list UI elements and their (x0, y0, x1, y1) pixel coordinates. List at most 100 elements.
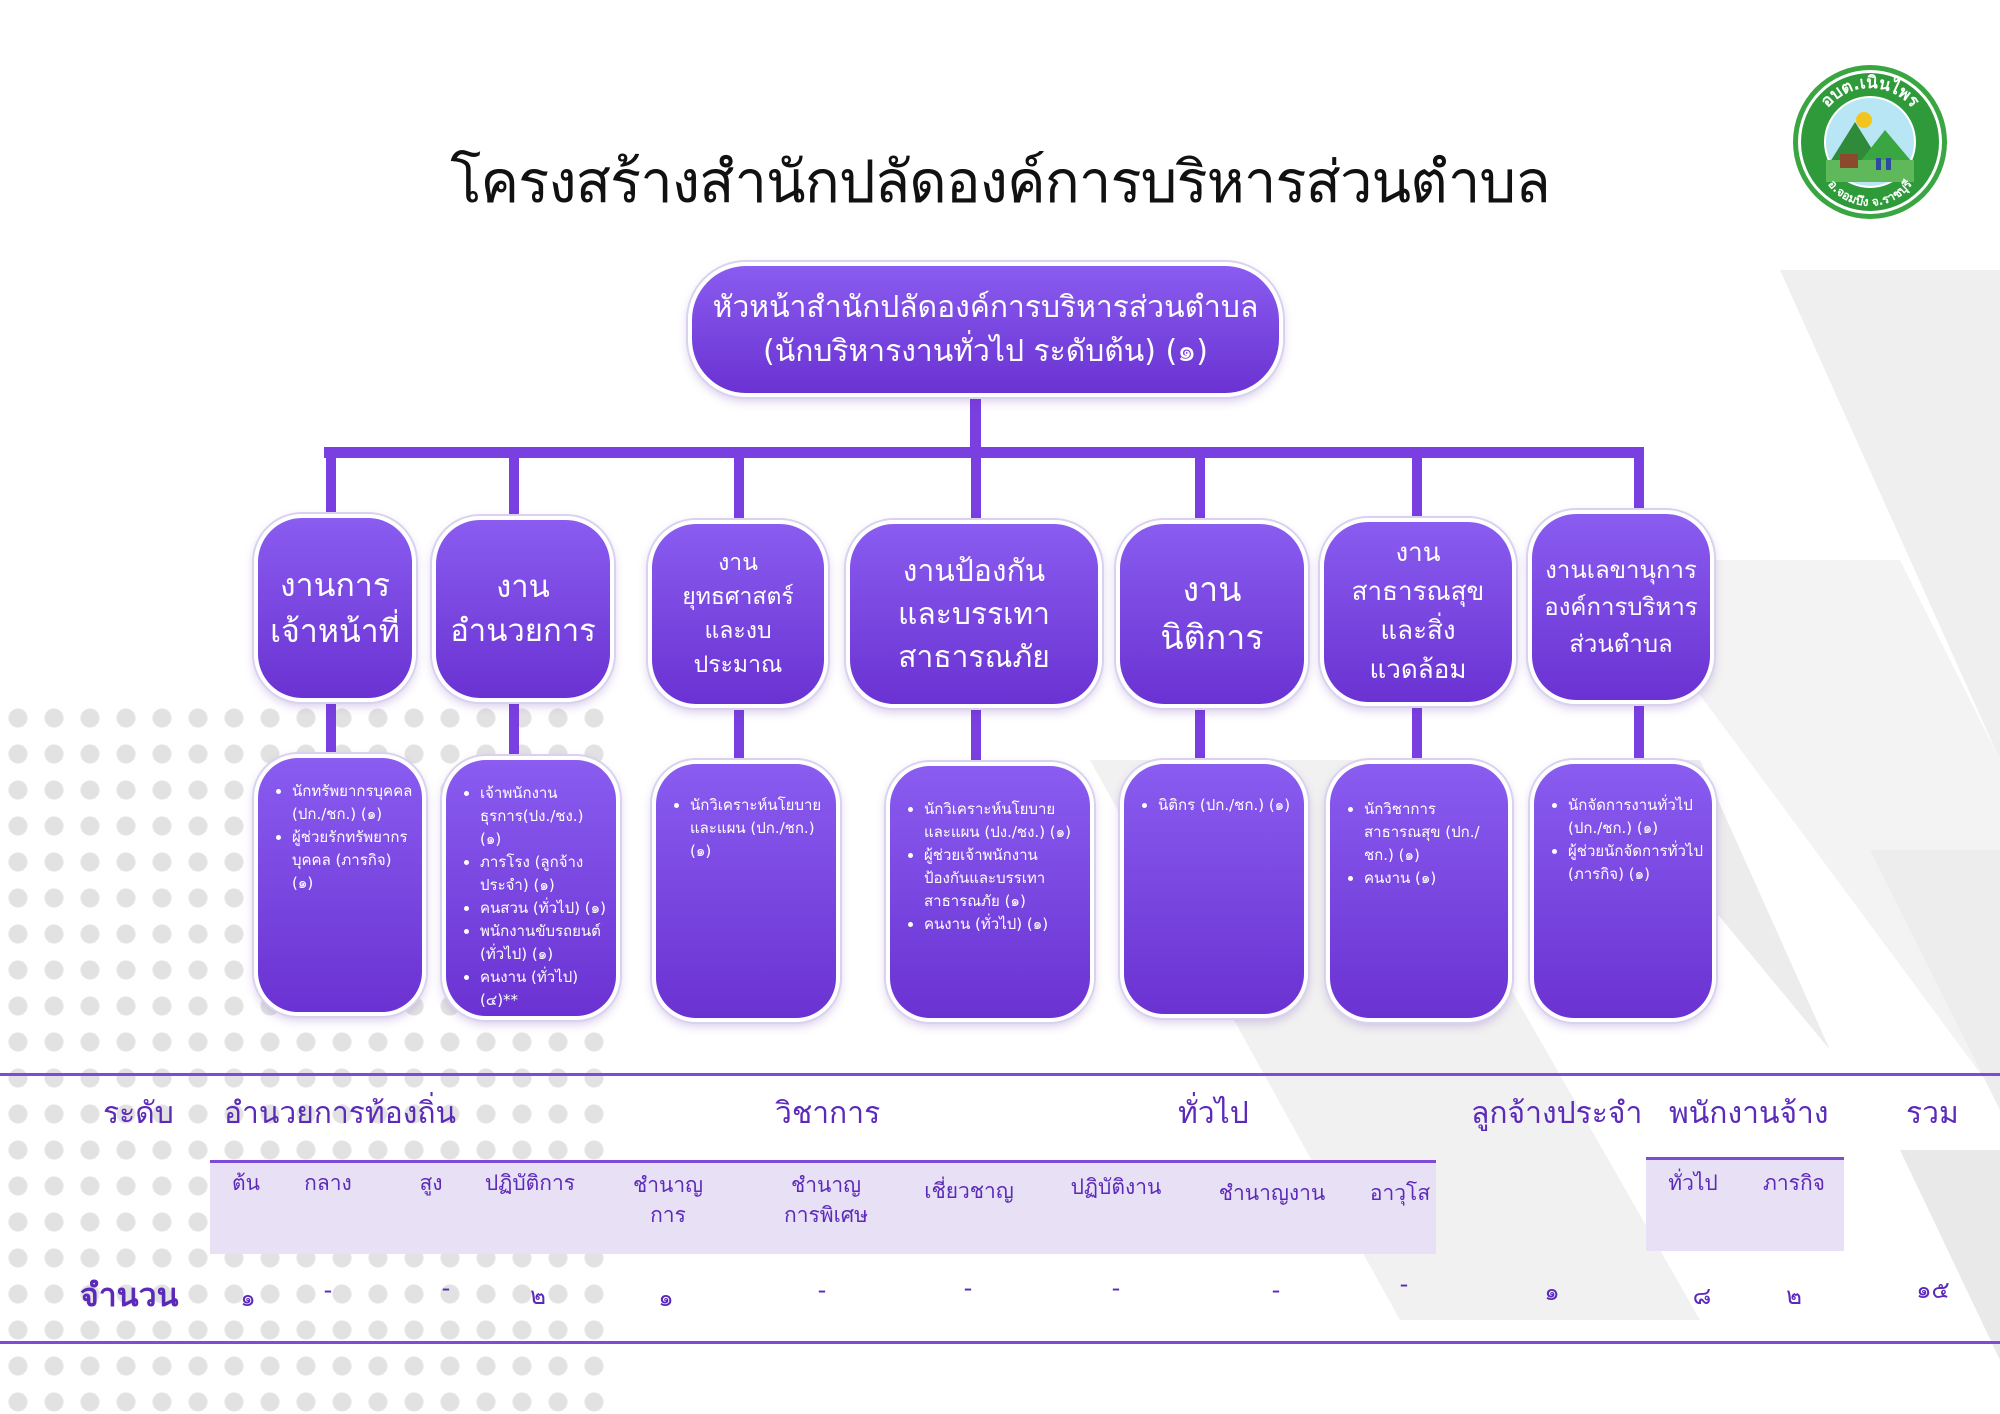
position-item: นักวิเคราะห์นโยบายและแผน (ปง./ชง.) (๑) (924, 798, 1082, 844)
position-item: คนสวน (ทั่วไป) (๑) (480, 897, 608, 920)
dept-box-disaster-prevention: งานป้องกัน และบรรเทา สาธารณภัย (846, 520, 1102, 708)
level-label: ระดับ (103, 1097, 174, 1130)
dept-label: และบรรเทา (898, 596, 1050, 632)
table-bottom-rule (0, 1341, 2000, 1344)
connector-drop (1634, 452, 1644, 512)
dept-label: งานเลขานุการ (1545, 555, 1697, 584)
table-top-rule (0, 1073, 2000, 1076)
dept-label: และงบ (704, 618, 772, 644)
positions-box-personnel: นักทรัพยากรบุคคล (ปก./ชก.) (๑) ผู้ช่วยรั… (254, 754, 426, 1016)
dept-box-administration: งาน อำนวยการ (432, 516, 614, 702)
position-item: คนงาน (ทั่วไป) (๔)** (480, 966, 608, 1012)
dept-label: ยุทธศาสตร์ (682, 584, 794, 610)
head-subtitle: (นักบริหารงานทั่วไป ระดับต้น) (๑) (763, 333, 1208, 369)
positions-box-legal: นิติกร (ปก./ชก.) (๑) (1120, 760, 1308, 1018)
count-senior: - (1399, 1270, 1409, 1298)
connector-lower (1412, 705, 1422, 763)
dept-label: และสิ่ง (1380, 616, 1456, 646)
sub-header-contract-general: ทั่วไป (1668, 1171, 1718, 1195)
count-senior-professional: - (817, 1276, 827, 1304)
subheader-band-main (210, 1160, 1436, 1254)
head-position-box: หัวหน้าสำนักปลัดองค์การบริหารส่วนตำบล (น… (688, 262, 1283, 397)
group-header-academic: วิชาการ (775, 1097, 881, 1130)
connector-lower (734, 705, 744, 763)
connector-drop (1412, 452, 1422, 518)
dept-box-legal: งาน นิติการ (1116, 520, 1308, 708)
sub-header-admin-mid: กลาง (304, 1171, 352, 1195)
dept-label: งาน (496, 569, 550, 605)
connector-drop (1195, 452, 1205, 520)
sub-header-line: การพิเศษ (784, 1203, 868, 1227)
dept-box-strategy-budget: งาน ยุทธศาสตร์ และงบ ประมาณ (648, 520, 828, 708)
sub-header-line: ชำนาญ (790, 1173, 862, 1197)
dept-box-personnel: งานการ เจ้าหน้าที่ (254, 514, 416, 702)
dept-label: งาน (1395, 538, 1441, 568)
sub-header-contract-mission: ภารกิจ (1763, 1171, 1825, 1195)
position-item: นักวิเคราะห์นโยบายและแผน (ปก./ชก.) (๑) (690, 794, 828, 863)
positions-box-disaster-prevention: นักวิเคราะห์นโยบายและแผน (ปง./ชง.) (๑) ผ… (886, 762, 1094, 1022)
position-item: เจ้าพนักงานธุรการ(ปง./ชง.) (๑) (480, 782, 608, 851)
position-item: นักทรัพยากรบุคคล (ปก./ชก.) (๑) (292, 780, 414, 826)
count-practitioner: ๒ (530, 1282, 546, 1310)
connector-lower (326, 700, 336, 756)
connector-horizontal (324, 447, 1644, 458)
group-header-contract: พนักงานจ้าง (1669, 1097, 1829, 1130)
dept-label: องค์การบริหาร (1544, 592, 1698, 621)
dept-label: เจ้าหน้าที่ (270, 612, 400, 650)
count-label: จำนวน (80, 1277, 179, 1313)
dept-label: นิติการ (1160, 618, 1264, 658)
count-admin-mid: - (323, 1276, 333, 1304)
sub-header-admin-high: สูง (419, 1171, 443, 1195)
position-item: ผู้ช่วยเจ้าพนักงานป้องกันและบรรเทาสาธารณ… (924, 844, 1082, 913)
sub-header-line: ชำนาญ (632, 1173, 704, 1197)
group-header-admin: อำนวยการท้องถิ่น (224, 1097, 457, 1130)
dept-box-public-health: งาน สาธารณสุข และสิ่ง แวดล้อม (1320, 518, 1516, 706)
count-admin-low: ๑ (240, 1284, 256, 1312)
dept-label: งานการ (280, 566, 390, 604)
group-header-total: รวม (1906, 1097, 1959, 1130)
count-operational: - (1111, 1274, 1121, 1302)
sub-header-expert: เชี่ยวชาญ (924, 1179, 1014, 1203)
connector-drop (326, 452, 336, 514)
position-item: ภารโรง (ลูกจ้างประจำ) (๑) (480, 851, 608, 897)
subheader-band-contract-rule (1646, 1157, 1844, 1160)
dept-label: อำนวยการ (450, 613, 596, 649)
sub-header-professional: ชำนาญ การ (615, 1170, 721, 1230)
count-contract-general: ๘ (1692, 1282, 1712, 1310)
count-permanent: ๑ (1544, 1278, 1560, 1306)
connector-lower (971, 705, 981, 763)
group-header-permanent: ลูกจ้างประจำ (1471, 1097, 1643, 1130)
position-item: นิติกร (ปก./ชก.) (๑) (1158, 794, 1296, 817)
dept-label: ประมาณ (693, 652, 783, 678)
connector-lower (1634, 700, 1644, 762)
count-expert: - (963, 1274, 973, 1302)
position-item: พนักงานขับรถยนต์ (ทั่วไป) (๑) (480, 920, 608, 966)
sub-header-admin-low: ต้น (232, 1171, 260, 1195)
connector-lower (1195, 705, 1205, 761)
sub-header-operational: ปฏิบัติงาน (1070, 1175, 1162, 1199)
connector-lower (509, 700, 519, 758)
positions-box-secretary: นักจัดการงานทั่วไป (ปก./ชก.) (๑) ผู้ช่วย… (1530, 760, 1716, 1022)
count-total: ๑๕ (1916, 1276, 1950, 1304)
sub-header-experienced: ชำนาญงาน (1218, 1181, 1326, 1205)
head-title: หัวหน้าสำนักปลัดองค์การบริหารส่วนตำบล (712, 289, 1259, 325)
organization-logo: อบต.เนินไพร อ.จอมบึง จ.ราชบุรี (1793, 65, 1947, 219)
dept-label: ส่วนตำบล (1569, 629, 1673, 658)
count-professional: ๑ (658, 1284, 674, 1312)
sub-header-senior-professional: ชำนาญ การพิเศษ (766, 1170, 886, 1230)
dept-label: แวดล้อม (1369, 655, 1467, 685)
subheader-band-main-rule (210, 1160, 1436, 1163)
group-header-general: ทั่วไป (1178, 1097, 1249, 1130)
sub-header-practitioner: ปฏิบัติการ (484, 1171, 576, 1195)
connector-trunk (970, 397, 981, 454)
positions-box-administration: เจ้าพนักงานธุรการ(ปง./ชง.) (๑) ภารโรง (ล… (442, 756, 620, 1020)
position-item: นักวิชาการสาธารณสุข (ปก./ชก.) (๑) (1364, 798, 1500, 867)
dept-box-secretary: งานเลขานุการ องค์การบริหาร ส่วนตำบล (1528, 510, 1714, 704)
dept-label: สาธารณภัย (898, 639, 1050, 675)
count-contract-mission: ๒ (1786, 1282, 1802, 1310)
page-title: โครงสร้างสำนักปลัดองค์การบริหารส่วนตำบล (450, 148, 1551, 216)
dept-label: สาธารณสุข (1351, 577, 1485, 607)
dept-label: งานป้องกัน (902, 553, 1046, 589)
dept-label: งาน (1182, 570, 1242, 610)
position-item: คนงาน (๑) (1364, 867, 1500, 890)
